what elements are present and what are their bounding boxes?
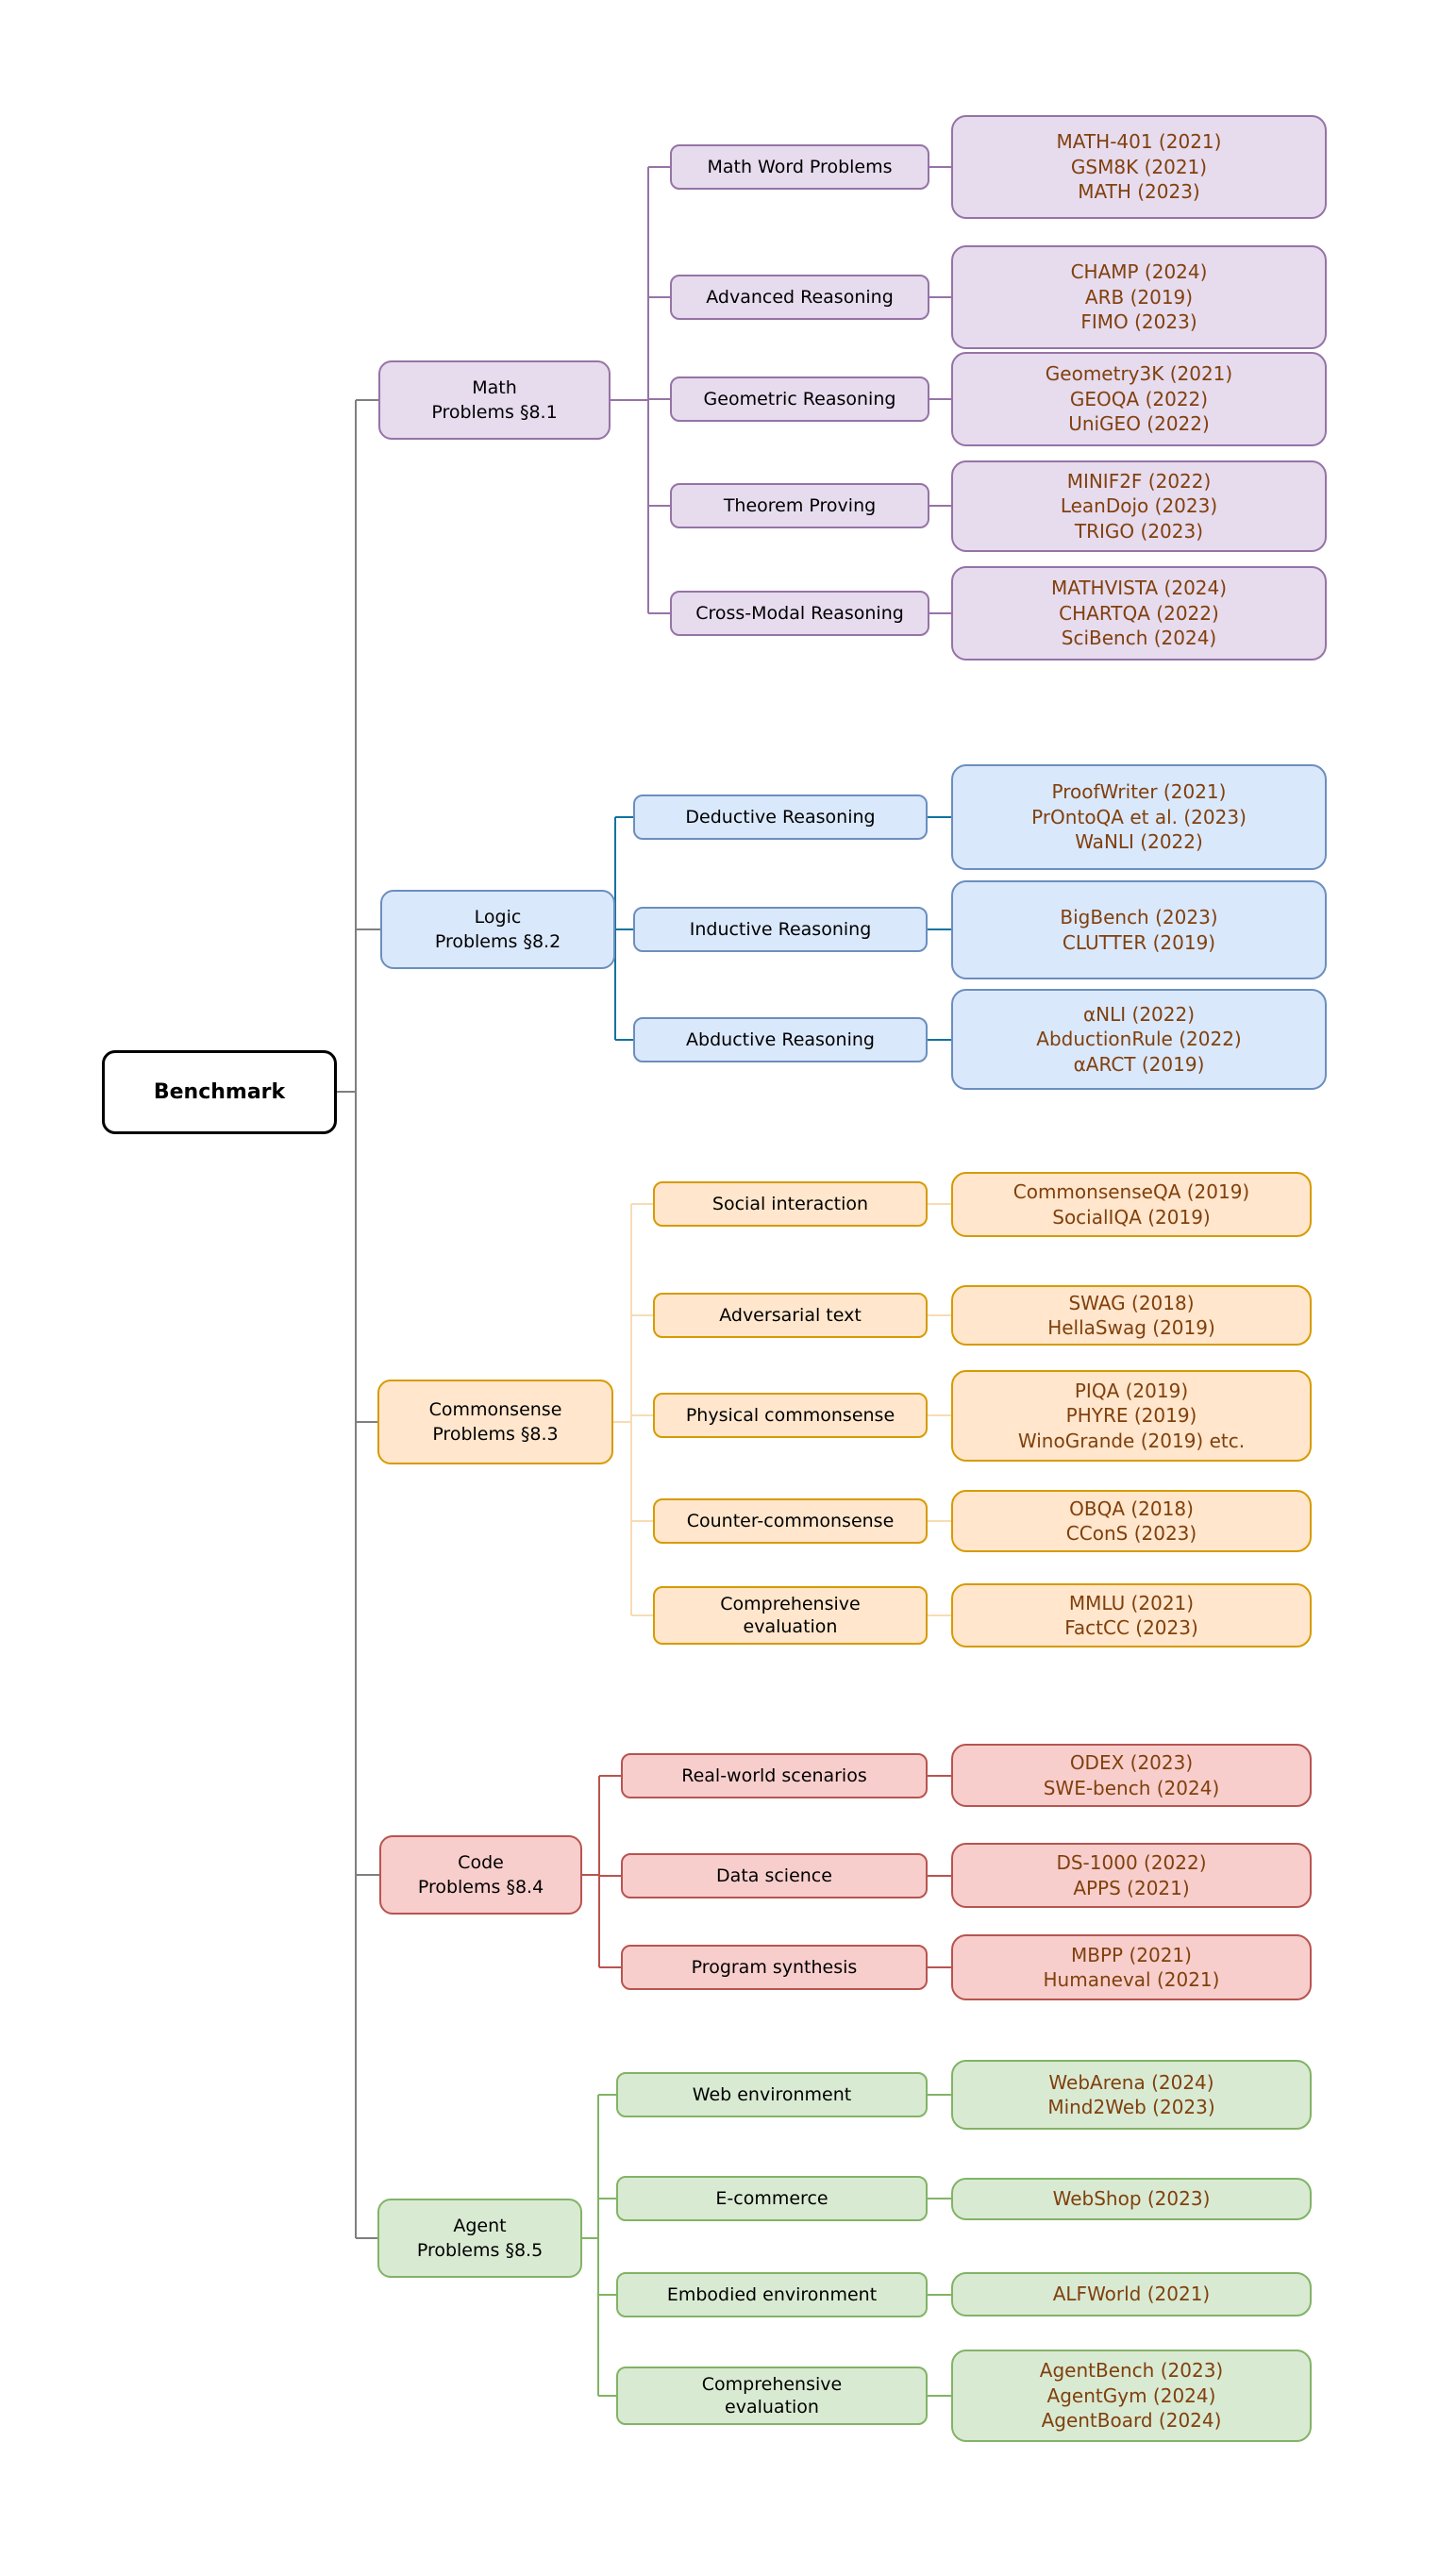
subcategory-node-abductive-reasoning: Abductive Reasoning [633, 1017, 928, 1062]
leaf-node-web-environment-benchmarks: WebArena (2024) Mind2Web (2023) [951, 2060, 1312, 2130]
category-node-commonsense-problems: Commonsense Problems §8.3 [377, 1380, 613, 1464]
subcategory-node-math-word-problems: Math Word Problems [670, 144, 929, 190]
subcategory-node-data-science: Data science [621, 1853, 928, 1898]
leaf-node-geometric-reasoning-benchmarks: Geometry3K (2021) GEOQA (2022) UniGEO (2… [951, 352, 1327, 446]
subcategory-node-comprehensive-evaluation-agent: Comprehensive evaluation [616, 2367, 928, 2425]
subcategory-node-cross-modal-reasoning: Cross-Modal Reasoning [670, 591, 929, 636]
category-node-code-problems: Code Problems §8.4 [379, 1835, 582, 1915]
root-connectors [337, 399, 380, 2239]
leaf-node-e-commerce-benchmarks: WebShop (2023) [951, 2178, 1312, 2220]
commonsense-connectors [613, 1203, 951, 1616]
code-connectors [582, 1775, 951, 1968]
leaf-node-adversarial-text-benchmarks: SWAG (2018) HellaSwag (2019) [951, 1285, 1312, 1346]
subcategory-node-web-environment: Web environment [616, 2072, 928, 2117]
subcategory-node-social-interaction: Social interaction [653, 1181, 928, 1227]
leaf-node-counter-commonsense-benchmarks: OBQA (2018) CConS (2023) [951, 1490, 1312, 1552]
leaf-node-inductive-reasoning-benchmarks: BigBench (2023) CLUTTER (2019) [951, 880, 1327, 979]
logic-connectors [614, 816, 951, 1041]
agent-connectors [582, 2094, 951, 2397]
math-connectors [611, 166, 951, 614]
leaf-node-deductive-reasoning-benchmarks: ProofWriter (2021) PrOntoQA et al. (2023… [951, 764, 1327, 870]
leaf-node-comprehensive-evaluation-commonsense-benchmarks: MMLU (2021) FactCC (2023) [951, 1583, 1312, 1647]
category-node-logic-problems: Logic Problems §8.2 [380, 890, 615, 969]
subcategory-node-comprehensive-evaluation-commonsense: Comprehensive evaluation [653, 1586, 928, 1645]
leaf-node-physical-commonsense-benchmarks: PIQA (2019) PHYRE (2019) WinoGrande (201… [951, 1370, 1312, 1462]
subcategory-node-embodied-environment: Embodied environment [616, 2272, 928, 2317]
leaf-node-math-word-problems-benchmarks: MATH-401 (2021) GSM8K (2021) MATH (2023) [951, 115, 1327, 219]
leaf-node-data-science-benchmarks: DS-1000 (2022) APPS (2021) [951, 1843, 1312, 1908]
leaf-node-theorem-proving-benchmarks: MINIF2F (2022) LeanDojo (2023) TRIGO (20… [951, 460, 1327, 552]
leaf-node-cross-modal-reasoning-benchmarks: MATHVISTA (2024) CHARTQA (2022) SciBench… [951, 566, 1327, 661]
leaf-node-comprehensive-evaluation-agent-benchmarks: AgentBench (2023) AgentGym (2024) AgentB… [951, 2350, 1312, 2442]
leaf-node-advanced-reasoning-benchmarks: CHAMP (2024) ARB (2019) FIMO (2023) [951, 245, 1327, 349]
subcategory-node-geometric-reasoning: Geometric Reasoning [670, 376, 929, 422]
leaf-node-program-synthesis-benchmarks: MBPP (2021) Humaneval (2021) [951, 1934, 1312, 2000]
subcategory-node-e-commerce: E-commerce [616, 2176, 928, 2221]
subcategory-node-program-synthesis: Program synthesis [621, 1945, 928, 1990]
leaf-node-embodied-environment-benchmarks: ALFWorld (2021) [951, 2272, 1312, 2316]
subcategory-node-theorem-proving: Theorem Proving [670, 483, 929, 528]
subcategory-node-advanced-reasoning: Advanced Reasoning [670, 275, 929, 320]
category-node-agent-problems: Agent Problems §8.5 [377, 2199, 582, 2278]
leaf-node-social-interaction-benchmarks: CommonsenseQA (2019) SocialIQA (2019) [951, 1172, 1312, 1237]
subcategory-node-inductive-reasoning: Inductive Reasoning [633, 907, 928, 952]
subcategory-node-physical-commonsense: Physical commonsense [653, 1393, 928, 1438]
leaf-node-real-world-scenarios-benchmarks: ODEX (2023) SWE-bench (2024) [951, 1744, 1312, 1807]
subcategory-node-counter-commonsense: Counter-commonsense [653, 1498, 928, 1544]
root-node-benchmark: Benchmark [102, 1050, 337, 1134]
category-node-math-problems: Math Problems §8.1 [378, 360, 611, 440]
subcategory-node-real-world-scenarios: Real-world scenarios [621, 1753, 928, 1798]
subcategory-node-adversarial-text: Adversarial text [653, 1293, 928, 1338]
leaf-node-abductive-reasoning-benchmarks: αNLI (2022) AbductionRule (2022) αARCT (… [951, 989, 1327, 1090]
subcategory-node-deductive-reasoning: Deductive Reasoning [633, 794, 928, 840]
